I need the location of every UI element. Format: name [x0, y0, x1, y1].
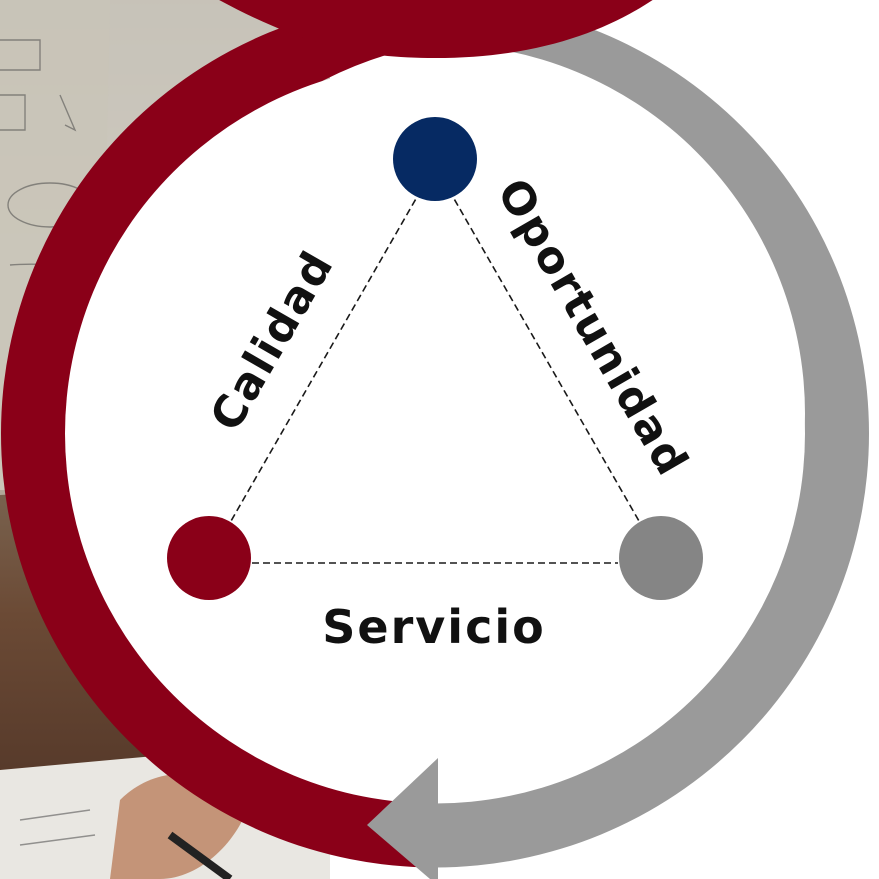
- edge-calidad: [226, 189, 422, 529]
- edge-oportunidad: [448, 189, 644, 529]
- arrow-head: [367, 758, 438, 879]
- gray-arc: [435, 0, 869, 868]
- triangle-edges: [226, 189, 644, 564]
- red-top-swoosh: [219, 0, 653, 58]
- node-left: [167, 516, 251, 600]
- inner-disc: [65, 63, 805, 804]
- red-arc: [1, 0, 435, 868]
- node-right: [619, 516, 703, 600]
- node-top: [393, 117, 477, 201]
- label-servicio: Servicio: [322, 600, 545, 654]
